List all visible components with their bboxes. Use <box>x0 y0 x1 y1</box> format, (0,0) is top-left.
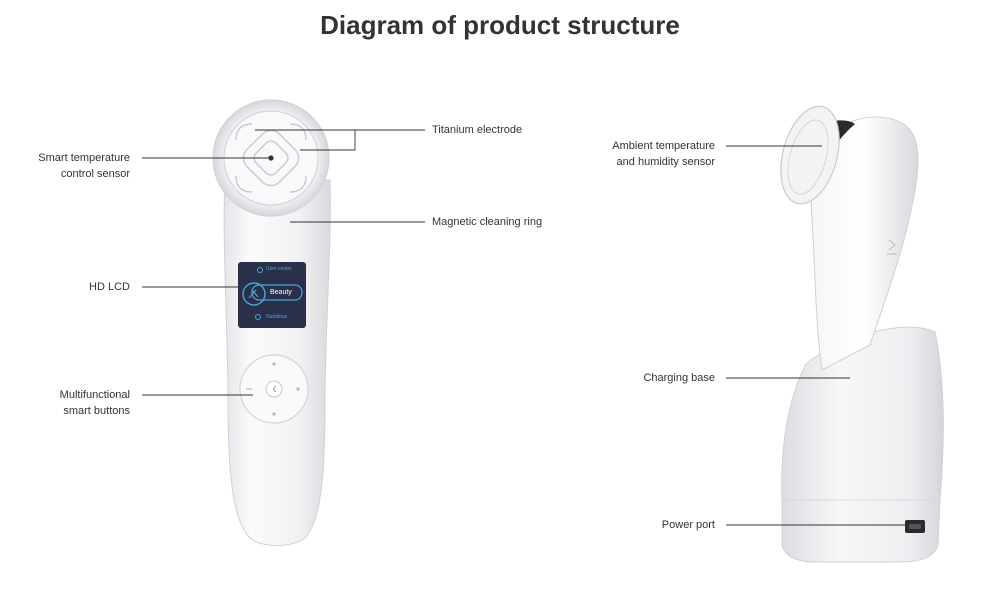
label-titanium-electrode: Titanium electrode <box>432 124 523 136</box>
brand-mark-icon <box>887 239 897 255</box>
label-smart-buttons-line2: smart buttons <box>63 405 130 417</box>
label-hd-lcd: HD LCD <box>89 281 130 293</box>
label-smart-temperature-sensor-line2: control sensor <box>60 168 130 180</box>
page-title: Diagram of product structure <box>320 10 680 40</box>
lcd-menu-selected: Beauty <box>270 289 292 296</box>
hd-lcd-screen <box>238 262 306 328</box>
electrode-head-side <box>780 105 840 205</box>
titanium-electrode-pattern <box>235 123 307 193</box>
label-magnetic-cleaning-ring: Magnetic cleaning ring <box>432 216 543 228</box>
lcd-menu-top: User center <box>266 266 292 272</box>
label-charging-base: Charging base <box>643 372 715 384</box>
label-ambient-sensor-line1: Ambient temperature <box>612 140 715 152</box>
label-ambient-sensor-line2: and humidity sensor <box>616 156 715 168</box>
multifunctional-smart-buttons <box>239 354 309 424</box>
leader-lines <box>142 129 905 526</box>
label-smart-temperature-sensor: Smart temperature control sensor <box>20 150 130 182</box>
charging-base <box>781 326 944 563</box>
label-ambient-sensor: Ambient temperature and humidity sensor <box>590 138 715 170</box>
handheld-device-front <box>212 99 331 546</box>
device-handle <box>810 116 919 371</box>
label-smart-temperature-sensor-line1: Smart temperature <box>38 152 130 164</box>
label-smart-buttons: Multifunctional smart buttons <box>20 387 130 419</box>
label-smart-buttons-line1: Multifunctional <box>59 389 130 401</box>
handheld-device-side <box>780 105 944 563</box>
lcd-menu-bottom: Nutritious <box>266 314 288 320</box>
label-power-port: Power port <box>661 519 715 531</box>
